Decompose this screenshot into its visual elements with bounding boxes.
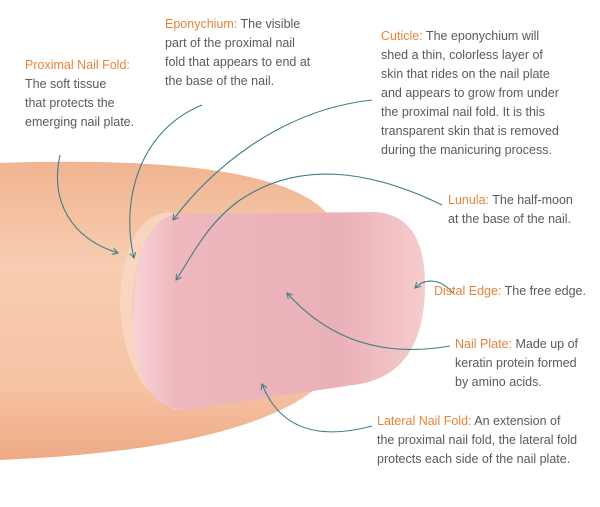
- line: Made up of: [511, 337, 578, 351]
- line: at the base of the nail.: [448, 212, 572, 226]
- line: by amino acids.: [455, 375, 542, 389]
- term: Lunula:: [448, 193, 490, 207]
- proximal-fold: [120, 212, 185, 410]
- line: the base of the nail.: [165, 74, 275, 88]
- line: skin that rides on the nail plate: [381, 67, 550, 81]
- arrow-lateral-nail-fold: [260, 382, 373, 433]
- line: transparent skin that is removed: [381, 124, 559, 138]
- label-distal-edge: Distal Edge: The free edge.: [434, 282, 586, 301]
- label-lunula: Lunula: The half-moon at the base of the…: [448, 191, 573, 229]
- label-lateral-nail-fold: Lateral Nail Fold: An extension of the p…: [377, 412, 577, 469]
- line: part of the proximal nail: [165, 36, 295, 50]
- line: The free edge.: [501, 284, 586, 298]
- line: the proximal nail fold, the lateral fold: [377, 433, 578, 447]
- line: shed a thin, colorless layer of: [381, 48, 543, 62]
- label-cuticle: Cuticle: The eponychium will shed a thin…: [381, 27, 559, 160]
- line: The half-moon: [489, 193, 573, 207]
- term: Nail Plate:: [455, 337, 512, 351]
- line: The eponychium will: [422, 29, 540, 43]
- line: The visible: [237, 17, 301, 31]
- arrow-lunula: [175, 173, 443, 281]
- term: Cuticle:: [381, 29, 423, 43]
- line: fold that appears to end at: [165, 55, 311, 69]
- arrow-distal-edge: [414, 280, 454, 294]
- term: Lateral Nail Fold:: [377, 414, 472, 428]
- line: protects each side of the nail plate.: [377, 452, 571, 466]
- line: the proximal nail fold. It is this: [381, 105, 545, 119]
- line: The soft tissue: [25, 77, 107, 91]
- nail-plate: [133, 212, 425, 410]
- label-eponychium: Eponychium: The visible part of the prox…: [165, 15, 310, 91]
- term: Proximal Nail Fold:: [25, 58, 130, 72]
- line: and appears to grow from under: [381, 86, 559, 100]
- line: keratin protein formed: [455, 356, 577, 370]
- line: An extension of: [471, 414, 561, 428]
- term: Eponychium:: [165, 17, 238, 31]
- arrow-proximal-nail-fold: [56, 154, 120, 255]
- line: that protects the: [25, 96, 115, 110]
- line: during the manicuring process.: [381, 143, 552, 157]
- arrow-cuticle: [172, 99, 373, 221]
- line: emerging nail plate.: [25, 115, 135, 129]
- arrow-nail-plate: [286, 292, 451, 350]
- label-nail-plate: Nail Plate: Made up of keratin protein f…: [455, 335, 578, 392]
- term: Distal Edge:: [434, 284, 502, 298]
- arrow-eponychium: [129, 104, 203, 260]
- label-proximal-nail-fold: Proximal Nail Fold: The soft tissue that…: [25, 56, 134, 132]
